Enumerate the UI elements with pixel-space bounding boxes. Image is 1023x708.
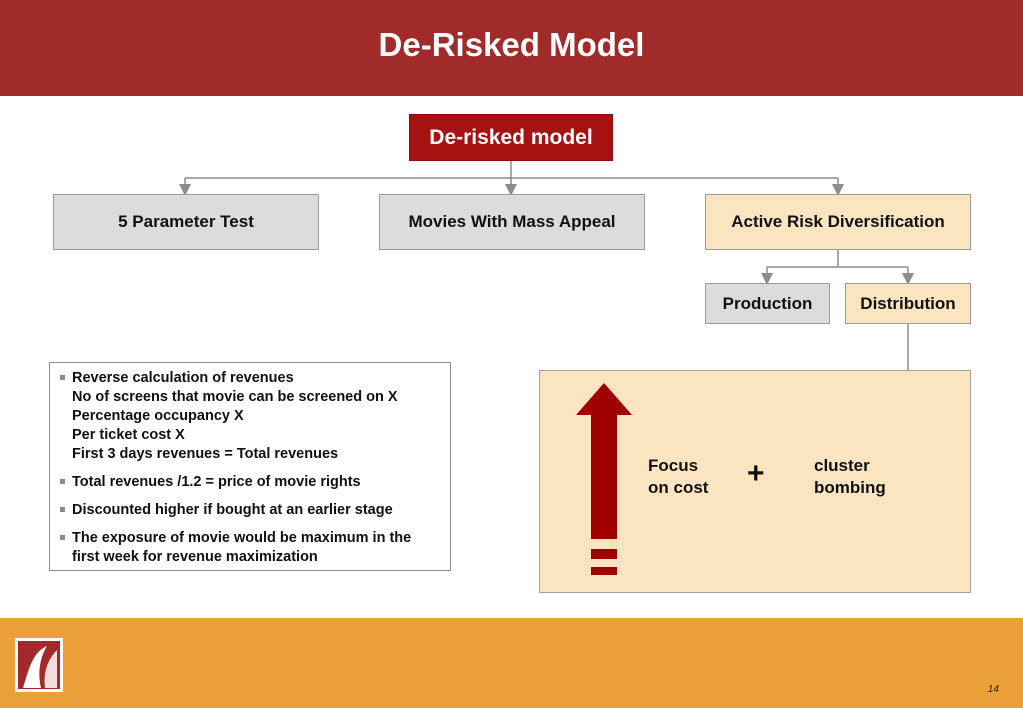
note-line: No of screens that movie can be screened… [72,389,398,405]
note-line: Discounted higher if bought at an earlie… [72,502,393,518]
company-logo-icon [15,638,63,692]
note-line: Total revenues /1.2 = price of movie rig… [72,474,361,490]
note-line: Reverse calculation of revenues [72,370,294,386]
note-item: Total revenues /1.2 = price of movie rig… [60,473,440,492]
node-movies-mass-appeal: Movies With Mass Appeal [379,194,645,250]
cluster-bombing-text: cluster bombing [814,455,886,499]
up-arrow-icon [576,383,632,575]
note-line: Per ticket cost X [72,427,185,443]
notes-box: Reverse calculation of revenues No of sc… [49,362,451,571]
distribution-panel: Focus on cost + cluster bombing [539,370,971,593]
note-line: The exposure of movie would be maximum i… [72,530,412,546]
note-item: Discounted higher if bought at an earlie… [60,501,440,520]
cluster-line-1: cluster [814,456,870,475]
footer-bar: 14 [0,618,1023,708]
node-distribution: Distribution [845,283,971,324]
node-active-risk-diversification: Active Risk Diversification [705,194,971,250]
focus-line-1: Focus [648,456,699,475]
page-number: 14 [987,684,999,695]
note-line: first week for revenue maximization [72,549,318,565]
plus-icon: + [747,457,765,490]
note-line: First 3 days revenues = Total revenues [72,446,339,462]
root-node: De-risked model [409,114,613,161]
note-item: Reverse calculation of revenues No of sc… [60,369,440,464]
focus-line-2: on cost [648,478,709,497]
page-title: De-Risked Model [378,26,645,63]
node-production: Production [705,283,830,324]
note-item: The exposure of movie would be maximum i… [60,529,440,567]
cluster-line-2: bombing [814,478,886,497]
header-bar: De-Risked Model [0,0,1023,96]
node-5-parameter-test: 5 Parameter Test [53,194,319,250]
note-line: Percentage occupancy X [72,408,244,424]
focus-on-cost-text: Focus on cost [648,455,708,499]
